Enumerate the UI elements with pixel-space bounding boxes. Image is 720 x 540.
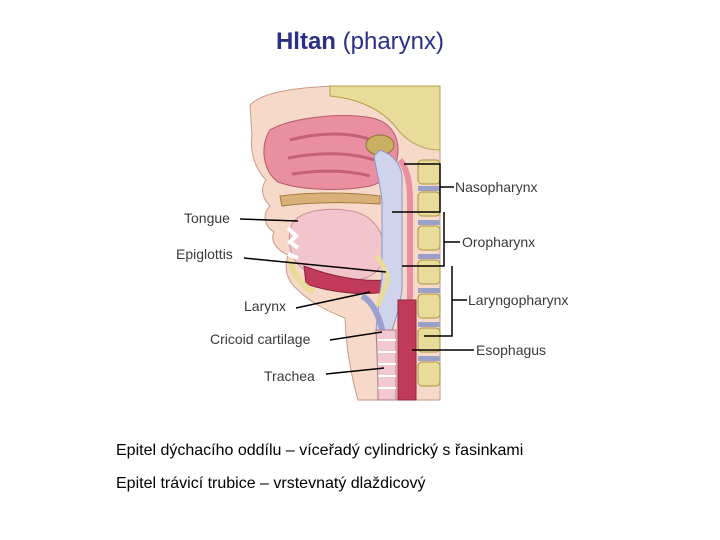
nasal-turbinates [287,132,375,178]
label-oropharynx: Oropharynx [462,234,535,250]
vertebral-column [417,159,441,387]
label-tongue: Tongue [184,210,230,226]
teeth [286,226,300,260]
label-larynx: Larynx [244,298,286,314]
region-brackets [392,163,453,337]
label-esophagus: Esophagus [476,342,546,358]
title-main: Hltan [275,28,336,55]
leader-lines-right [412,186,474,351]
intervertebral-discs [418,186,440,361]
label-cricoid-cartilage: Cricoid cartilage [210,331,311,347]
leader-lines-left [239,218,387,375]
palate [279,192,381,207]
label-nasopharynx: Nasopharynx [455,179,538,195]
page-title: Hltan (pharynx) [0,26,720,58]
epiglottis-shape [374,254,391,307]
label-epiglottis: Epiglottis [176,246,233,262]
label-trachea: Trachea [264,368,315,384]
title-latin: (pharynx) [342,28,445,55]
caption-digestive-epithelium: Epitel trávicí trubice – vrstevnatý dlaž… [116,475,426,492]
pharynx-wall [397,158,413,300]
caption-respiratory-epithelium: Epitel dýchacího oddílu – víceřadý cylin… [116,442,524,459]
label-laryngopharynx: Laryngopharynx [468,292,568,308]
trachea-rings [378,339,396,389]
hyoid-mandible [287,259,316,295]
esophagus-tube [397,299,417,401]
tongue-shape [288,208,385,281]
skull-base [329,85,441,151]
